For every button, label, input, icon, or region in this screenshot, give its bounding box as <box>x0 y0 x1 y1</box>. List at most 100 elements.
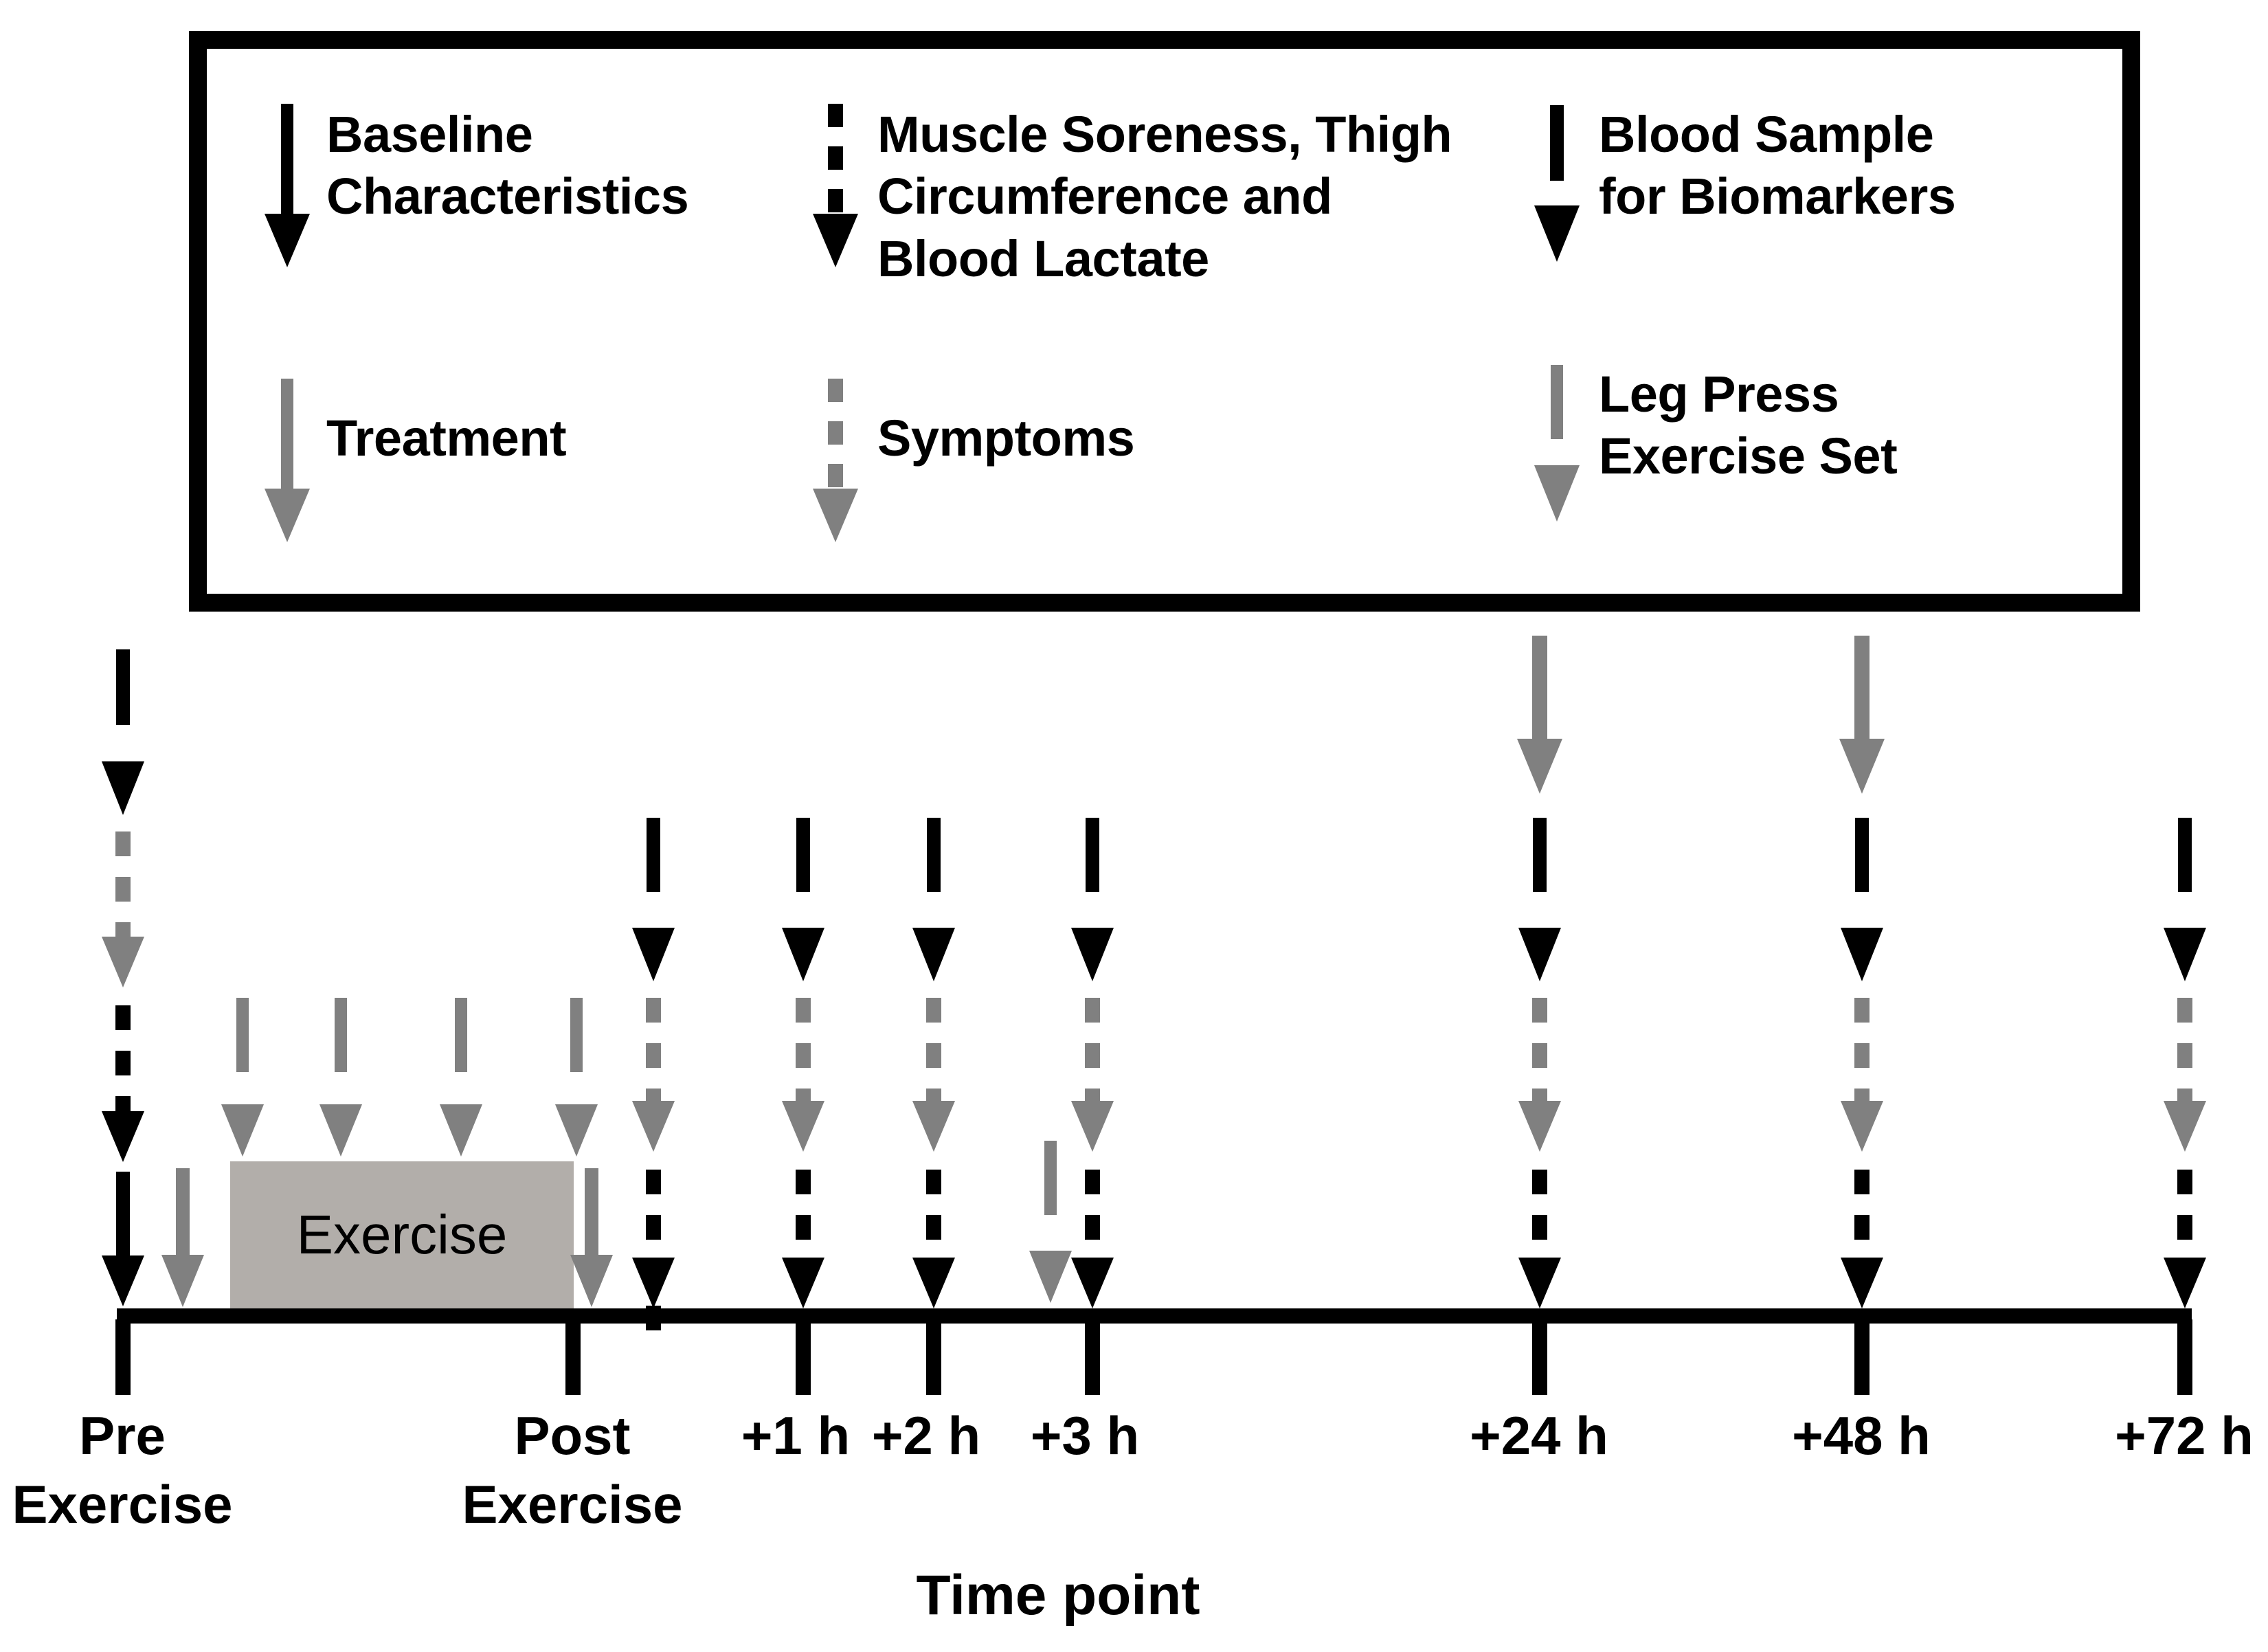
dashed-arrow-black-icon <box>811 104 860 267</box>
muscle-soreness-arrowhead-icon <box>1518 1258 1561 1308</box>
marker-stack-plus-48h <box>1841 818 1883 1309</box>
axis-tick-plus-72h <box>2177 1319 2192 1395</box>
symptoms-arrowhead-icon <box>632 1101 675 1152</box>
axis-label-plus-3h: +3 h <box>1030 1405 1140 1466</box>
legend-item-leg-press: Leg Press Exercise Set <box>1533 364 1898 525</box>
leg-press-bar-icon <box>236 998 249 1072</box>
symptoms-dashed-shaft-icon <box>2177 998 2192 1113</box>
marker-stack-plus-24h <box>1518 818 1561 1309</box>
blood-sample-bar-icon <box>927 818 941 892</box>
leg-press-set-1 <box>221 998 264 1163</box>
legend-label-leg-press: Leg Press Exercise Set <box>1599 366 1898 485</box>
axis-tick-plus-48h <box>1854 1319 1870 1395</box>
muscle-soreness-dashed-shaft-icon <box>1532 1170 1547 1281</box>
blood-sample-triangle-icon <box>632 928 675 981</box>
leg-press-triangle-icon <box>1029 1251 1072 1303</box>
symptoms-arrowhead-icon <box>1071 1101 1114 1152</box>
leg-press-triangle-icon <box>221 1104 264 1157</box>
legend-label-treatment: Treatment <box>326 410 567 467</box>
axis-title-time-point: Time point <box>916 1564 1200 1627</box>
treatment-shaft-icon <box>585 1168 598 1264</box>
symptoms-arrowhead-icon <box>1841 1101 1883 1152</box>
muscle-soreness-arrowhead-icon <box>1071 1258 1114 1308</box>
legend-label-muscle-soreness: Muscle Soreness, Thigh Circumference and… <box>877 106 1452 287</box>
axis-label-plus-1h: +1 h <box>741 1405 851 1466</box>
blood-sample-bar-icon <box>1855 818 1869 892</box>
marker-stack-post-exercise-assessment <box>632 818 675 1338</box>
blood-sample-triangle-icon <box>1518 928 1561 981</box>
blood-sample-bar-icon <box>1086 818 1099 892</box>
marker-stack-pre-exercise <box>102 649 144 1309</box>
blood-sample-triangle-icon <box>1071 928 1114 981</box>
bar-triangle-black-icon <box>1533 104 1581 265</box>
blood-sample-bar-icon <box>647 818 660 892</box>
treatment-arrowhead-icon <box>1517 739 1562 794</box>
legend-item-symptoms: Symptoms <box>811 379 1135 542</box>
legend-label-blood-sample: Blood Sample for Biomarkers <box>1599 106 1956 225</box>
treatment-shaft-icon <box>176 1168 190 1264</box>
leg-press-triangle-icon <box>555 1104 598 1157</box>
leg-press-bar-icon <box>1044 1141 1057 1215</box>
legend-item-treatment: Treatment <box>263 379 567 542</box>
muscle-soreness-arrowhead-icon <box>102 1111 144 1162</box>
treatment-arrow-post-exercise <box>570 1168 613 1309</box>
blood-sample-triangle-icon <box>1841 928 1883 981</box>
axis-tick-post-exercise <box>565 1319 581 1395</box>
baseline-characteristics-arrowhead-icon <box>102 1255 144 1306</box>
axis-tick-plus-24h <box>1532 1319 1547 1395</box>
treatment-arrowhead-icon <box>1839 739 1885 794</box>
blood-sample-triangle-icon <box>912 928 955 981</box>
blood-sample-bar-icon <box>2178 818 2192 892</box>
blood-sample-bar-icon <box>116 649 130 725</box>
legend-item-muscle-soreness: Muscle Soreness, Thigh Circumference and… <box>811 104 1452 290</box>
treatment-arrow-plus-48h <box>1839 636 1885 794</box>
legend-item-blood-sample: Blood Sample for Biomarkers <box>1533 104 1956 265</box>
symptoms-arrowhead-icon <box>2164 1101 2206 1152</box>
treatment-shaft-icon <box>1854 636 1870 752</box>
solid-arrow-black-icon <box>263 104 311 267</box>
muscle-soreness-dashed-shaft-icon <box>115 1005 131 1122</box>
symptoms-dashed-shaft-icon <box>926 998 941 1113</box>
marker-stack-plus-1h <box>782 818 824 1309</box>
marker-stack-plus-72h <box>2164 818 2206 1309</box>
symptoms-arrowhead-icon <box>782 1101 824 1152</box>
leg-press-triangle-icon <box>440 1104 482 1157</box>
muscle-soreness-dashed-shaft-icon <box>646 1170 661 1338</box>
leg-press-bar-icon <box>570 998 583 1072</box>
muscle-soreness-arrowhead-icon <box>632 1258 675 1308</box>
symptoms-arrowhead-icon <box>1518 1101 1561 1152</box>
legend-label-symptoms: Symptoms <box>877 410 1135 467</box>
solid-arrow-gray-icon <box>263 379 311 542</box>
muscle-soreness-dashed-shaft-icon <box>1085 1170 1100 1281</box>
leg-press-triangle-icon <box>319 1104 362 1157</box>
dashed-arrow-gray-icon <box>811 379 860 542</box>
axis-label-plus-48h: +48 h <box>1792 1405 1931 1466</box>
symptoms-dashed-shaft-icon <box>115 831 131 948</box>
legend-box: Baseline Characteristics Muscle Soreness… <box>189 31 2140 612</box>
baseline-characteristics-shaft-icon <box>116 1172 130 1266</box>
legend-label-baseline-characteristics: Baseline Characteristics <box>326 106 689 225</box>
muscle-soreness-arrowhead-icon <box>912 1258 955 1308</box>
leg-press-set-4 <box>555 998 598 1163</box>
axis-label-plus-72h: +72 h <box>2115 1405 2254 1466</box>
blood-sample-bar-icon <box>1533 818 1547 892</box>
muscle-soreness-dashed-shaft-icon <box>926 1170 941 1281</box>
axis-label-plus-2h: +2 h <box>871 1405 981 1466</box>
muscle-soreness-dashed-shaft-icon <box>796 1170 811 1281</box>
muscle-soreness-arrowhead-icon <box>2164 1258 2206 1308</box>
leg-press-bar-icon <box>455 998 467 1072</box>
leg-press-set-5 <box>1029 1141 1072 1309</box>
exercise-block-label: Exercise <box>296 1204 508 1265</box>
symptoms-arrowhead-icon <box>102 937 144 987</box>
blood-sample-bar-icon <box>796 818 810 892</box>
axis-tick-plus-2h <box>926 1319 941 1395</box>
symptoms-dashed-shaft-icon <box>1854 998 1870 1113</box>
axis-label-pre-exercise: Pre Exercise <box>12 1405 233 1534</box>
marker-stack-plus-2h <box>912 818 955 1309</box>
symptoms-dashed-shaft-icon <box>646 998 661 1113</box>
symptoms-arrowhead-icon <box>912 1101 955 1152</box>
axis-tick-plus-1h <box>796 1319 811 1395</box>
symptoms-dashed-shaft-icon <box>1532 998 1547 1113</box>
symptoms-dashed-shaft-icon <box>1085 998 1100 1113</box>
